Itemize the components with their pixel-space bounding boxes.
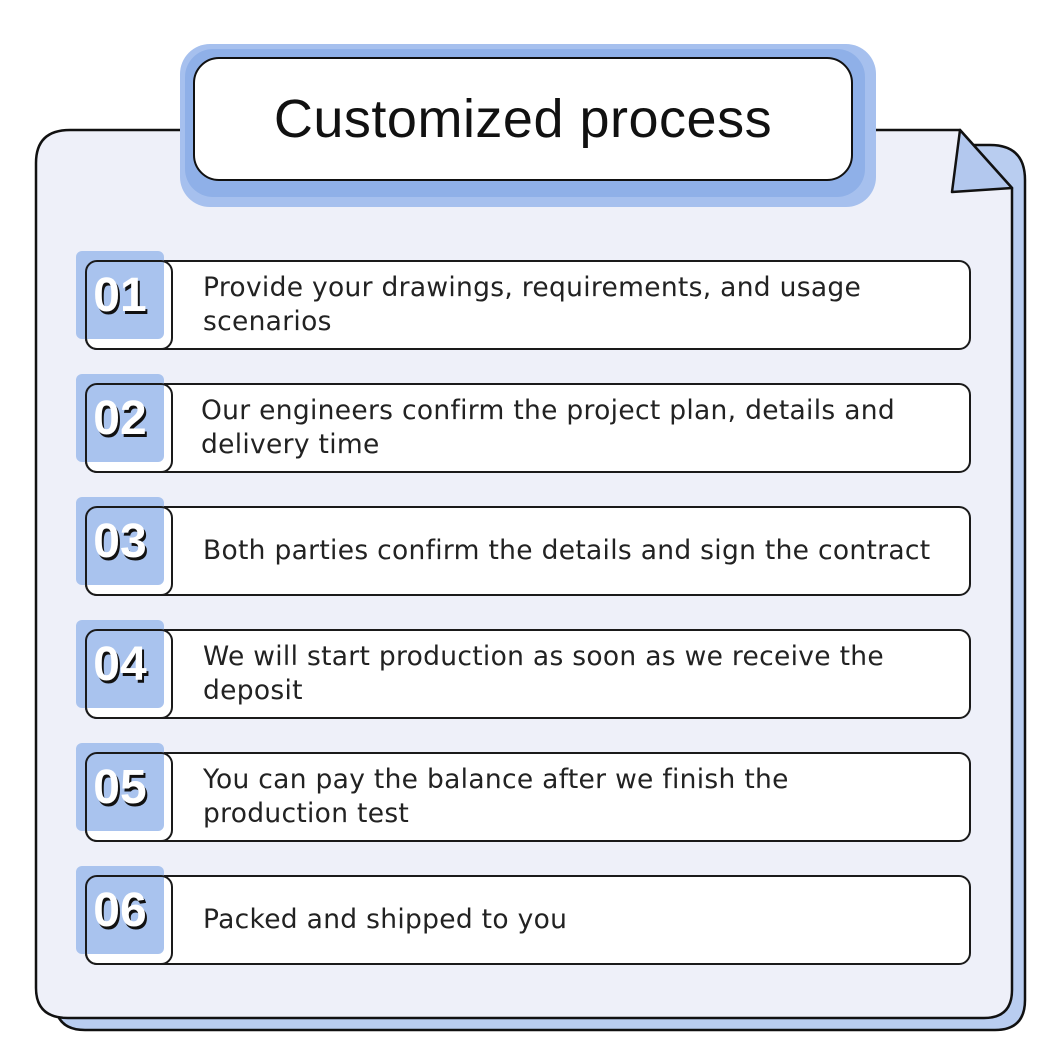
step-text-box xyxy=(85,752,971,842)
step-text-box xyxy=(85,875,971,965)
step-text: Both parties confirm the details and sig… xyxy=(203,535,931,566)
step-text-box xyxy=(85,383,971,473)
step-row-1: 01 Provide your drawings, requirements, … xyxy=(76,251,971,350)
step-row-5: 05 You can pay the balance after we fini… xyxy=(76,743,971,842)
step-number-frame xyxy=(85,383,173,473)
step-number-frame xyxy=(85,260,173,350)
step-text: Packed and shipped to you xyxy=(203,904,568,935)
title-box: Customized process xyxy=(193,57,853,181)
step-number-frame xyxy=(85,875,173,965)
step-text: We will start production as soon as we r… xyxy=(203,641,884,706)
step-number: 03 xyxy=(93,514,147,568)
step-number-frame xyxy=(85,506,173,596)
step-row-2: 02 Our engineers confirm the project pla… xyxy=(76,374,971,473)
folded-corner xyxy=(950,128,1014,194)
step-text: Our engineers confirm the project plan, … xyxy=(201,395,895,460)
step-number-frame xyxy=(85,752,173,842)
page-title: Customized process xyxy=(273,89,773,149)
step-number: 01 xyxy=(93,268,147,322)
step-number-frame xyxy=(85,629,173,719)
step-text-box xyxy=(85,506,971,596)
step-number: 06 xyxy=(93,883,147,937)
step-text-box xyxy=(85,629,971,719)
step-row-3: 03 Both parties confirm the details and … xyxy=(76,497,971,596)
step-number: 02 xyxy=(93,391,147,445)
step-text: Provide your drawings, requirements, and… xyxy=(203,272,862,337)
step-text-box xyxy=(85,260,971,350)
step-row-6: 06 Packed and shipped to you xyxy=(76,866,971,965)
step-row-4: 04 We will start production as soon as w… xyxy=(76,620,971,719)
step-text: You can pay the balance after we finish … xyxy=(203,764,789,829)
step-number: 05 xyxy=(93,760,147,814)
step-number: 04 xyxy=(93,637,147,691)
